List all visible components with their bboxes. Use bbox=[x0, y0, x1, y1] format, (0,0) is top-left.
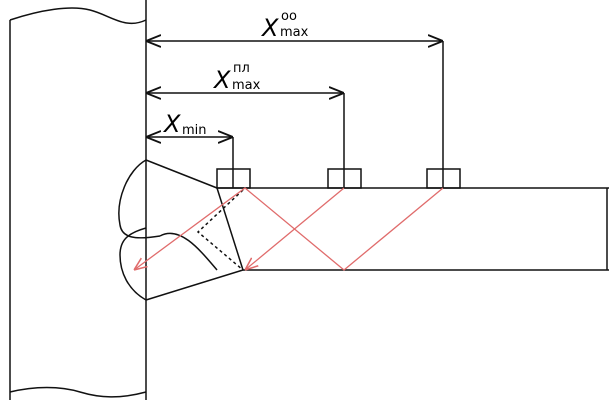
label-x-pl-sub: max bbox=[232, 78, 261, 93]
label-x-pl-sup: пл bbox=[233, 61, 250, 76]
ray-pl bbox=[245, 187, 345, 270]
weld-interpass-line bbox=[159, 232, 218, 271]
label-x-min-sub: min bbox=[182, 123, 207, 138]
label-x-pl-main: X bbox=[212, 66, 231, 94]
ray-oo bbox=[134, 187, 444, 270]
top-break-line bbox=[9, 7, 147, 25]
horizontal-plate-outline bbox=[217, 187, 609, 271]
weld-root-edge bbox=[145, 159, 244, 301]
probe-pl bbox=[327, 168, 362, 189]
label-x-oo-sub: max bbox=[280, 25, 309, 40]
label-x-oo: X оо max bbox=[260, 9, 309, 42]
probe-oo bbox=[426, 168, 461, 189]
bevel-dotted-outline bbox=[196, 189, 244, 271]
label-x-min-main: X bbox=[162, 110, 181, 138]
bottom-break-line bbox=[9, 386, 147, 398]
weld-cap-bottom bbox=[119, 227, 147, 301]
label-x-oo-sup: оо bbox=[281, 9, 297, 24]
label-x-pl: X пл max bbox=[212, 61, 261, 94]
label-x-min: X min bbox=[162, 110, 207, 138]
weld-cap-top bbox=[118, 159, 161, 239]
label-x-oo-main: X bbox=[260, 14, 279, 42]
probe-min bbox=[216, 168, 251, 189]
